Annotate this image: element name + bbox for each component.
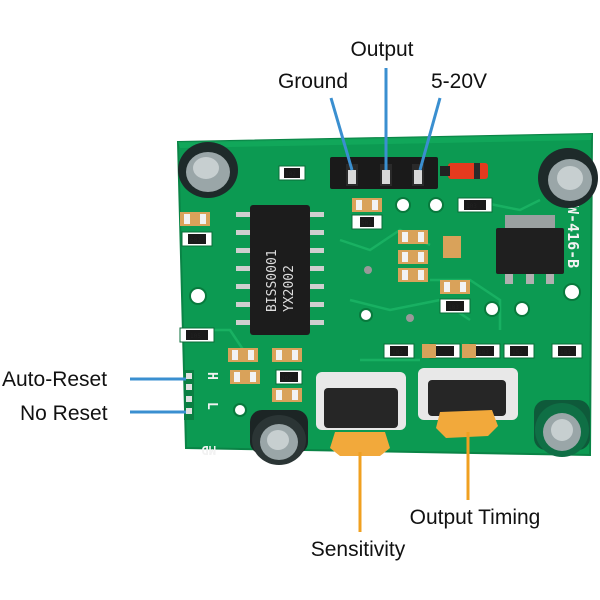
svg-text:202: 202	[281, 375, 292, 382]
svg-text:501: 501	[361, 220, 372, 227]
label-no-reset: No Reset	[20, 402, 108, 425]
leader-ground	[329, 97, 354, 171]
jumper-h-label: H	[204, 372, 219, 380]
svg-text:682: 682	[190, 237, 201, 244]
capacitor-bottom-left	[250, 410, 308, 465]
diode	[440, 163, 488, 179]
pin-header	[330, 157, 438, 189]
chip-label-1: BISS0001	[265, 249, 280, 312]
svg-text:102: 102	[285, 171, 296, 178]
reset-jumper: H L MD	[184, 370, 219, 457]
ic-chip: BISS0001 YX2002	[236, 205, 324, 335]
svg-text:183: 183	[560, 349, 571, 356]
jumper-l-label: L	[204, 402, 219, 410]
svg-text:103: 103	[466, 203, 477, 210]
model-label: W-416-B	[564, 205, 582, 268]
voltage-regulator	[496, 215, 564, 284]
svg-text:183: 183	[392, 349, 403, 356]
label-ground: Ground	[278, 70, 348, 93]
svg-text:105: 105	[190, 333, 201, 340]
leader-voltage	[418, 97, 442, 171]
svg-text:183: 183	[448, 304, 459, 311]
corner-mark: MD	[202, 443, 216, 457]
timing-potentiometer	[418, 368, 518, 438]
label-sensitivity: Sensitivity	[311, 538, 406, 561]
svg-text:183: 183	[478, 349, 489, 356]
sensitivity-potentiometer	[316, 372, 406, 456]
label-output-timing: Output Timing	[410, 506, 541, 529]
smd-components: 102 501 682 105 183 183 183 152 183 202 …	[179, 165, 583, 402]
capacitor-top-left	[178, 142, 238, 198]
leader-lines	[130, 68, 470, 532]
label-output: Output	[350, 38, 413, 61]
capacitor-top-right	[538, 148, 598, 208]
capacitor-bottom-right	[534, 400, 590, 457]
svg-text:152: 152	[512, 349, 523, 356]
label-voltage: 5-20V	[431, 70, 487, 93]
label-auto-reset: Auto-Reset	[2, 368, 107, 391]
chip-label-2: YX2002	[282, 265, 297, 312]
